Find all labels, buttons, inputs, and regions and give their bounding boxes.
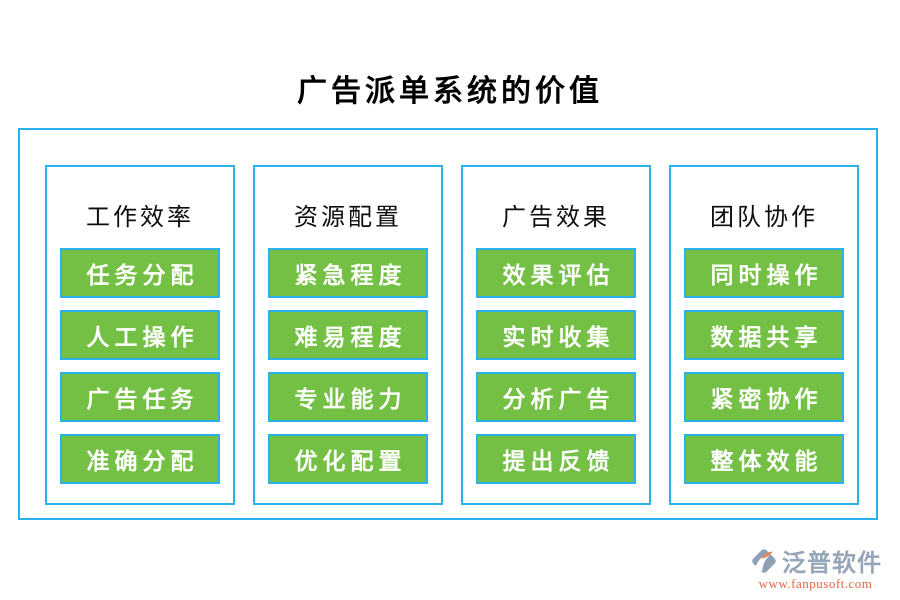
column-work-efficiency: 工作效率 任务分配 人工操作 广告任务 准确分配 (45, 165, 235, 505)
column-header: 资源配置 (294, 205, 402, 231)
value-panel: 工作效率 任务分配 人工操作 广告任务 准确分配 资源配置 紧急程度 难易程度 … (18, 128, 878, 520)
column-ad-effect: 广告效果 效果评估 实时收集 分析广告 提出反馈 (461, 165, 651, 505)
column-header: 团队协作 (710, 205, 818, 231)
item-box: 数据共享 (684, 310, 844, 360)
item-box: 同时操作 (684, 248, 844, 298)
fanpu-logo-icon (752, 548, 776, 573)
brand-watermark: 泛普软件 www.fanpusoft.com (749, 543, 882, 592)
column-header: 广告效果 (502, 205, 610, 231)
item-box: 实时收集 (476, 310, 636, 360)
brand-name: 泛普软件 (782, 551, 882, 577)
item-box: 紧密协作 (684, 372, 844, 422)
column-team-collaboration: 团队协作 同时操作 数据共享 紧密协作 整体效能 (669, 165, 859, 505)
item-box: 紧急程度 (268, 248, 428, 298)
item-box: 优化配置 (268, 434, 428, 484)
item-box: 分析广告 (476, 372, 636, 422)
item-box: 提出反馈 (476, 434, 636, 484)
brand-url: www.fanpusoft.com (758, 576, 873, 591)
item-box: 准确分配 (60, 434, 220, 484)
item-box: 任务分配 (60, 248, 220, 298)
page-title: 广告派单系统的价值 (297, 75, 603, 108)
item-box: 专业能力 (268, 372, 428, 422)
column-resource-allocation: 资源配置 紧急程度 难易程度 专业能力 优化配置 (253, 165, 443, 505)
item-box: 广告任务 (60, 372, 220, 422)
item-box: 整体效能 (684, 434, 844, 484)
item-box: 人工操作 (60, 310, 220, 360)
column-header: 工作效率 (86, 205, 194, 231)
item-box: 难易程度 (268, 310, 428, 360)
item-box: 效果评估 (476, 248, 636, 298)
